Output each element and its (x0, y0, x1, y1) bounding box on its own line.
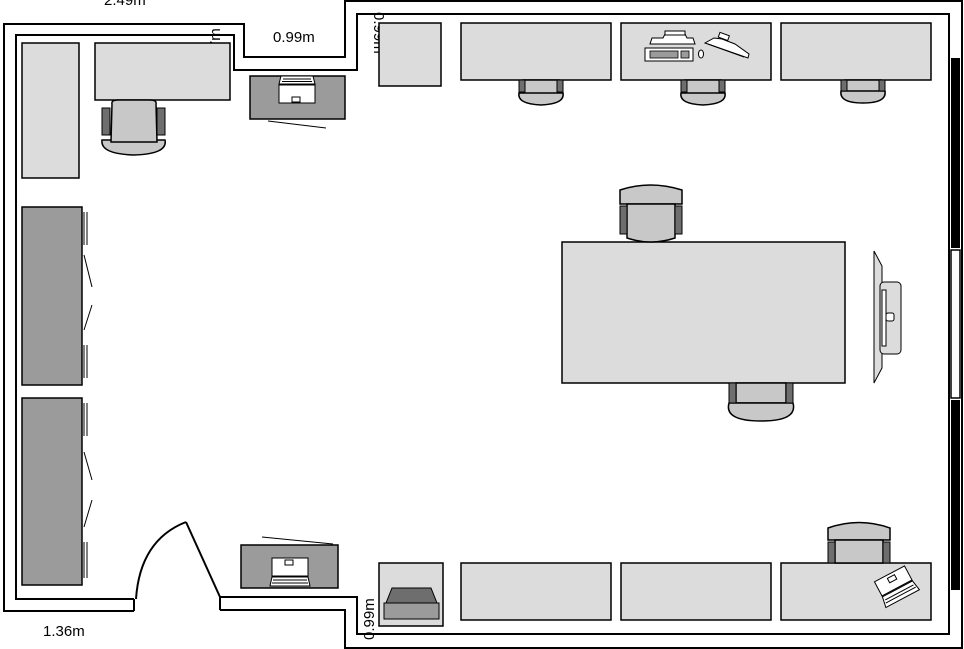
laptop-icon (278, 75, 316, 104)
laptop-icon (269, 557, 311, 587)
office-chair[interactable] (680, 79, 726, 106)
office-chair[interactable] (827, 521, 891, 564)
desk (94, 42, 231, 101)
laptop-icon (873, 565, 921, 609)
projector-screen-icon (873, 250, 902, 384)
door-icon[interactable] (135, 521, 221, 600)
side-table (240, 536, 339, 589)
dimension-top-left-width: 2.49m (104, 0, 146, 9)
desk (780, 22, 932, 81)
dimension-bottom-cut: 0.99m (361, 598, 378, 640)
inner-wall (15, 13, 950, 635)
mouse-icon (698, 49, 704, 59)
office-chair[interactable] (840, 79, 886, 104)
desk (620, 22, 772, 81)
desk (620, 562, 772, 621)
window (950, 58, 961, 590)
keyboard-icon (644, 47, 694, 62)
window-icon (951, 58, 960, 248)
outer-wall (3, 0, 963, 649)
office-chair[interactable] (619, 184, 683, 243)
cabinet (21, 206, 93, 386)
conference-table (561, 241, 846, 384)
wall-shelf (21, 42, 80, 179)
dimension-door-offset: 1.36m (43, 623, 85, 640)
window-icon (950, 249, 961, 399)
office-chair[interactable] (518, 79, 564, 106)
office-chair[interactable] (101, 99, 166, 156)
cabinet-top-small (378, 22, 442, 87)
side-table (249, 75, 346, 129)
office-chair[interactable] (727, 382, 795, 422)
printer-icon (383, 587, 440, 620)
walls (3, 0, 963, 649)
desk (460, 22, 612, 81)
cabinet (21, 397, 93, 586)
window-icon (951, 400, 960, 590)
phone-icon (649, 30, 696, 45)
phone-icon (703, 31, 750, 59)
dimension-notch-width: 0.99m (273, 29, 315, 46)
desk (460, 562, 612, 621)
